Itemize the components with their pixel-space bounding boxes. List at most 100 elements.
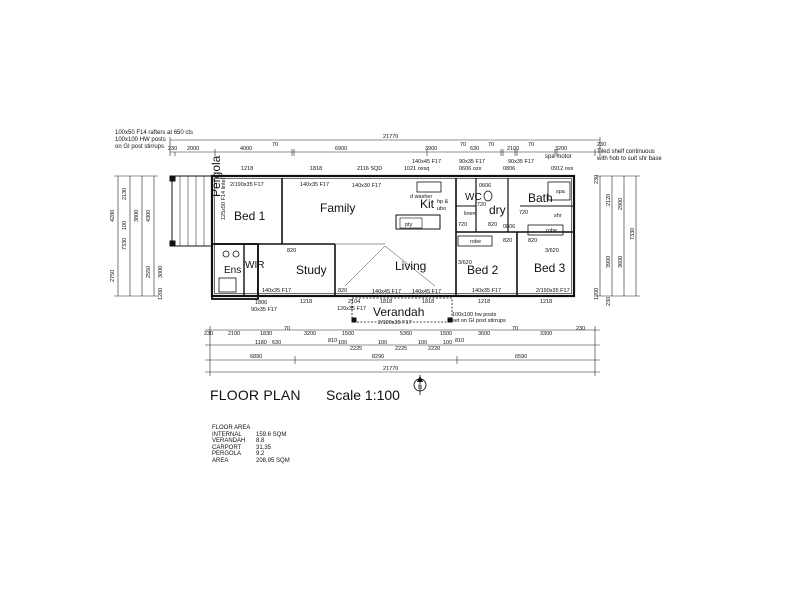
fixture-label: pty (405, 222, 413, 228)
dim-label: 100 (122, 221, 128, 230)
beam-labels-top: 1218 1818 2116 SQD 140x45 F17 1021 oxsq … (241, 159, 574, 172)
beam-label: 140x45 F17 (412, 159, 441, 165)
dim-label: 2100 (228, 331, 240, 337)
dim-label: 810 (328, 338, 337, 344)
dim-label: 2120 (606, 194, 612, 206)
dim-label: 100 (338, 340, 347, 346)
room-living: Living (395, 259, 426, 273)
beam-label: 3/620 (458, 260, 472, 266)
top-dimensions: 21770 230 2000 4000 70 6900 3900 70 630 … (168, 134, 606, 152)
room-verandah: Verandah (373, 305, 424, 319)
dim-label: 630 (272, 340, 281, 346)
walls (210, 174, 576, 300)
fixture-label: robe (546, 228, 557, 234)
dim-label: 100 (443, 340, 452, 346)
beam-label: 1818 (310, 166, 322, 172)
fixture-labels: d washer hp & ubo pty linen robe robe sp… (405, 189, 566, 245)
dim-label: 1500 (440, 331, 452, 337)
beam-label: 140x45 F17 (372, 289, 401, 295)
beam-label: 2/190x35 F17 (230, 182, 264, 188)
area-value: 31.35 (256, 444, 272, 451)
fixture-label: ubo (437, 206, 446, 212)
room-bath: Bath (528, 191, 553, 205)
room-bed-1: Bed 1 (234, 209, 266, 223)
area-value: 159.6 SQM (256, 431, 287, 438)
beam-label: 120x35 F17 (337, 306, 366, 312)
north-arrow-icon: N (413, 375, 427, 395)
beam-label: 0606 (479, 183, 491, 189)
dim-label: 6590 (515, 354, 527, 360)
dim-label: 1180 (255, 340, 267, 346)
note-posts: 100x100 HW posts (115, 137, 166, 143)
fixture-label: hp & (437, 199, 449, 205)
room-wir: WIR (245, 260, 264, 271)
dim-label: 230 (576, 326, 585, 332)
beam-label: 90x35 F17 (508, 159, 534, 165)
dim-label: 2750 (110, 270, 116, 282)
top-dimension-lines (169, 137, 601, 156)
area-value: 208.95 SQM (256, 457, 290, 464)
beam-label: 0912 osx (551, 166, 574, 172)
beam-label: 820 (338, 288, 347, 294)
beam-label: 140x30 F17 (352, 183, 381, 189)
dim-label: 4280 (110, 210, 116, 222)
dim-label: 2100 (507, 146, 519, 152)
room-wc: WC (465, 192, 482, 203)
beam-label: 820 (528, 238, 537, 244)
beam-label: 1218 (300, 299, 312, 305)
dim-label: 3200 (304, 331, 316, 337)
dim-label: 70 (284, 326, 290, 332)
room-pergola: Pergola (209, 155, 223, 197)
area-row: VERANDAH 8.8 (212, 438, 296, 445)
dim-label: 1200 (594, 288, 600, 300)
dim-label: 5360 (400, 331, 412, 337)
dim-label: 3300 (540, 331, 552, 337)
room-bed-2: Bed 2 (467, 263, 499, 277)
beam-label: 0806 (503, 224, 515, 230)
living-ceiling-lines (335, 243, 436, 287)
beam-label: 820 (287, 248, 296, 254)
area-row: PERGOLA 9.2 (212, 451, 296, 458)
beam-label: 90x35 F17 (251, 307, 277, 313)
beam-label: 90x35 F17 (459, 159, 485, 165)
dim-label: 2220 (428, 346, 440, 352)
beam-label: 140x35 F17 (300, 182, 329, 188)
beam-label: 720 (458, 222, 467, 228)
dim-label: 2130 (122, 188, 128, 200)
area-label: CARPORT (212, 444, 242, 451)
beam-label: 2/120x35 F17 (378, 320, 412, 326)
fixture-label: linen (464, 211, 476, 217)
beam-label: 1806 (255, 300, 267, 306)
beam-labels-inside: 2/190x35 F17 140x35 F17 140x30 F17 820 8… (221, 178, 570, 326)
beam-label: 1021 oxsq (404, 166, 429, 172)
dim-label: 3000 (158, 266, 164, 278)
area-value: 9.2 (256, 451, 265, 458)
note-shelf-1: Tiled shelf continuous (597, 149, 655, 155)
beam-label: 720 (519, 210, 528, 216)
dim-label: 100 (418, 340, 427, 346)
plan-title: FLOOR PLAN (210, 387, 301, 403)
dim-label: 1500 (342, 331, 354, 337)
area-row: AREA 208.95 SQM (212, 458, 296, 465)
beam-label: 720 (477, 202, 486, 208)
room-study: Study (296, 263, 327, 277)
dim-label: 3900 (606, 256, 612, 268)
dim-label: 2550 (146, 266, 152, 278)
left-dimension-lines (114, 175, 158, 297)
dim-label: 230 (594, 175, 600, 184)
dim-label: 70 (272, 142, 278, 148)
beam-label: 820 (488, 222, 497, 228)
dim-label: 100 (378, 340, 387, 346)
dim-label: 70 (528, 142, 534, 148)
area-label: PERGOLA (212, 451, 242, 458)
beam-label: 140x35 F17 (262, 288, 291, 294)
beam-label: 140x45 F17 (412, 289, 441, 295)
dim-label: 3800 (134, 210, 140, 222)
beam-label: 140x35 F17 (472, 288, 501, 294)
bottom-dimension-lines (205, 326, 600, 376)
dim-label: 7330 (630, 228, 636, 240)
area-schedule: FLOOR AREA INTERNAL 159.6 SQM VERANDAH 8… (212, 425, 296, 465)
left-dimensions: 4280 100 2130 7330 3800 4300 2750 2550 3… (110, 188, 164, 300)
dim-label: 70 (488, 142, 494, 148)
